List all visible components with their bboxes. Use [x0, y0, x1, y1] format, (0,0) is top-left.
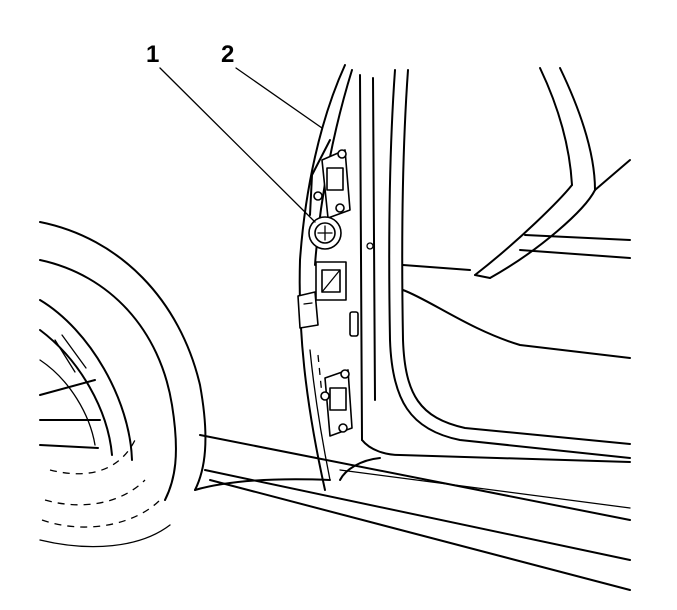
callout-2: 2	[221, 41, 323, 129]
callout-1: 1	[146, 41, 316, 223]
callout-2-leader	[235, 67, 323, 129]
callout-2-number: 2	[221, 41, 234, 68]
door-check-bracket	[297, 261, 347, 329]
upper-door-hinge	[313, 149, 351, 219]
door-opening	[388, 67, 631, 459]
front-wheel	[39, 299, 171, 548]
access-hole-plug	[308, 216, 342, 250]
lower-door-hinge	[320, 369, 353, 437]
rocker-panel	[199, 434, 631, 591]
front-fender	[39, 221, 331, 501]
callout-1-number: 1	[146, 41, 159, 68]
hinge-pillar	[298, 64, 631, 491]
callout-1-leader	[159, 67, 316, 223]
